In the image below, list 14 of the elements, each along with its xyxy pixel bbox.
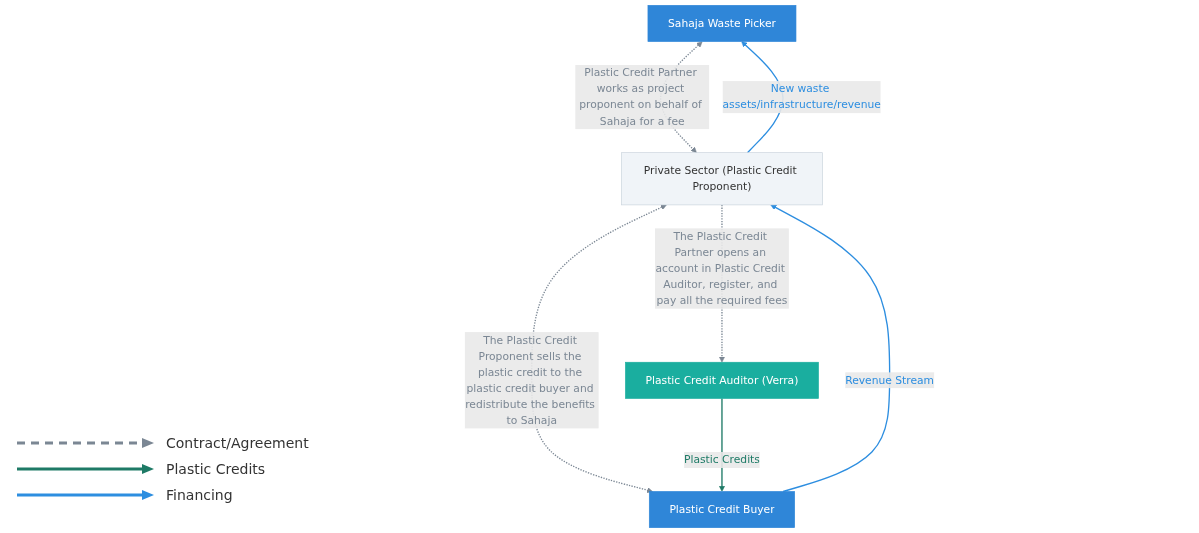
edge-label: New waste assets/infrastructure/revenue (722, 82, 881, 112)
legend-label: Plastic Credits (166, 461, 266, 477)
node-box: Sahaja Waste Picker (647, 5, 797, 42)
node-box: Private Sector (Plastic Credit Proponent) (621, 152, 823, 206)
arrow (770, 204, 891, 493)
edge-label: The Plastic Credit Partner opens an account in Plastic Credit Auditor, register, and pay all the required fees (655, 229, 788, 307)
legend-label: Financing (166, 487, 233, 503)
edge-label: Revenue Stream (845, 373, 935, 387)
legend-label: Contract/Agreement (166, 435, 309, 451)
node-box: Plastic Credit Auditor (Verra) (625, 361, 819, 399)
edge-label: Plastic Credit Partner works as project proponent on behalf of Sahaja for a fee (579, 66, 702, 128)
node-box: Plastic Credit Buyer (649, 491, 796, 528)
edge-label: The Plastic Credit Proponent sells the plastic credit to the plastic credit buyer and redistribute the benefits to Sahaja (465, 333, 596, 427)
edge-label: Plastic Credits (684, 453, 760, 467)
